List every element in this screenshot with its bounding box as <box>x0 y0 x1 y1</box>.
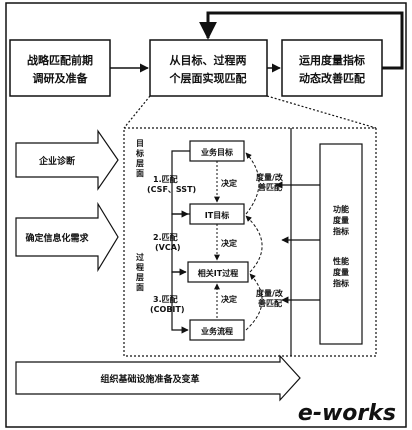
functional-indicator-line3: 指标 <box>333 226 349 236</box>
match-label-1-line1: 1.匹配 <box>153 175 178 184</box>
top-box-preparation: 战略匹配前期 调研及准备 <box>9 39 111 97</box>
top-box-measurement: 运用度量指标 动态改善匹配 <box>281 39 383 97</box>
top-box-preparation-line1: 战略匹配前期 <box>27 53 93 67</box>
match-label-1-line2: (CSF、SST) <box>147 185 196 194</box>
top-box-measurement-line1: 运用度量指标 <box>299 53 365 67</box>
arrow-requirements-label: 确定信息化需求 <box>25 232 89 244</box>
process-layer-char-2: 程 <box>136 262 144 272</box>
process-layer-char-1: 过 <box>136 252 144 262</box>
box-business-goal: 业务目标 <box>189 140 245 162</box>
measure-curve-1 <box>245 152 260 215</box>
outer-frame <box>5 2 407 428</box>
functional-indicator-line2: 度量 <box>333 215 349 225</box>
box-it-goal: IT目标 <box>189 203 245 225</box>
inner-frame <box>123 127 377 357</box>
box-it-process-label: 相关IT过程 <box>198 268 238 278</box>
box-business-process: 业务流程 <box>189 319 245 341</box>
process-layer-char-3: 层 <box>135 273 144 282</box>
box-business-process-label: 业务流程 <box>201 326 233 336</box>
decide-label-1: 决定 <box>221 178 237 188</box>
performance-indicator-line2: 度量 <box>333 267 349 277</box>
top-box-matching-line2: 个层面实现匹配 <box>169 71 247 85</box>
top-box-preparation-line2: 调研及准备 <box>33 71 89 85</box>
box-business-goal-label: 业务目标 <box>201 147 233 157</box>
process-layer-label: 过 程 层 面 <box>135 252 144 292</box>
match-label-2-line1: 2.匹配 <box>153 233 178 242</box>
match-label-2-line2: (VCA) <box>155 243 181 252</box>
top-box-matching: 从目标、过程两 个层面实现匹配 <box>149 39 268 97</box>
match-bracket-3 <box>171 271 189 334</box>
connector-right-dotted <box>266 95 377 129</box>
match-label-3-line2: (COBIT) <box>150 305 185 314</box>
measure-label-2-line2: 善匹配 <box>258 298 282 308</box>
measure-label-1-line2: 善匹配 <box>258 182 282 192</box>
measure-curve-2 <box>245 215 263 273</box>
e-works-watermark: e-works <box>298 401 396 426</box>
connector-left-dotted <box>123 95 151 129</box>
performance-indicator-line3: 指标 <box>333 278 349 288</box>
box-it-process: 相关IT过程 <box>187 261 249 283</box>
goal-layer-char-1: 目 <box>136 139 144 148</box>
top-box-matching-line1: 从目标、过程两 <box>170 53 247 67</box>
decide-label-2: 决定 <box>221 238 237 248</box>
feedback-arrow <box>199 11 404 70</box>
arrow-requirements: 确定信息化需求 <box>15 201 119 273</box>
goal-layer-label: 目 标 层 面 <box>135 139 144 178</box>
goal-layer-char-2: 标 <box>135 148 144 158</box>
arrow-diagnosis-label: 企业诊断 <box>38 155 75 167</box>
goal-layer-char-4: 面 <box>136 169 144 178</box>
measure-label-1-line1: 度量/改 <box>256 172 284 182</box>
measure-label-2-line1: 度量/改 <box>256 288 284 298</box>
box-it-goal-label: IT目标 <box>205 210 229 220</box>
goal-layer-char-3: 层 <box>135 159 144 168</box>
arrow-diagnosis: 企业诊断 <box>15 129 119 191</box>
decide-label-3: 决定 <box>221 294 237 304</box>
process-layer-char-4: 面 <box>136 283 144 292</box>
measure-indicator-box <box>319 143 363 345</box>
performance-indicator-line1: 性能 <box>333 256 349 266</box>
arrow-infrastructure-label: 组织基础设施准备及变革 <box>100 373 199 385</box>
functional-indicator-line1: 功能 <box>333 204 349 214</box>
measure-curve-3 <box>245 273 263 331</box>
arrow-infrastructure: 组织基础设施准备及变革 <box>15 354 301 402</box>
match-label-3-line1: 3.匹配 <box>153 295 178 304</box>
top-box-measurement-line2: 动态改善匹配 <box>299 71 365 85</box>
